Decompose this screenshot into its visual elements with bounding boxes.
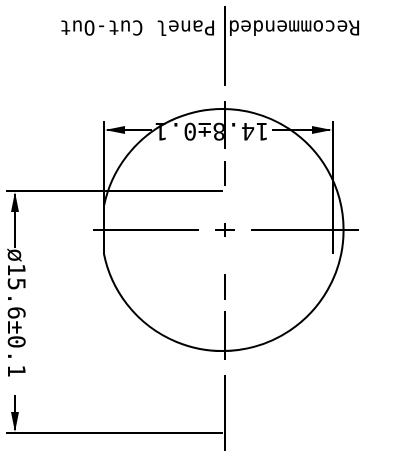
width-dimension-label: 14.8±0.1 [154,117,270,145]
cutout-outline [103,108,345,352]
diameter-arrow-bottom [11,192,19,212]
diameter-dimension-label: ø15.6±0.1 [2,248,30,378]
width-arrow-left [312,126,332,134]
diagram-title: Recommended Panel Cut-Out [59,16,360,40]
diameter-arrow-top [11,412,19,432]
width-arrow-right [105,126,125,134]
